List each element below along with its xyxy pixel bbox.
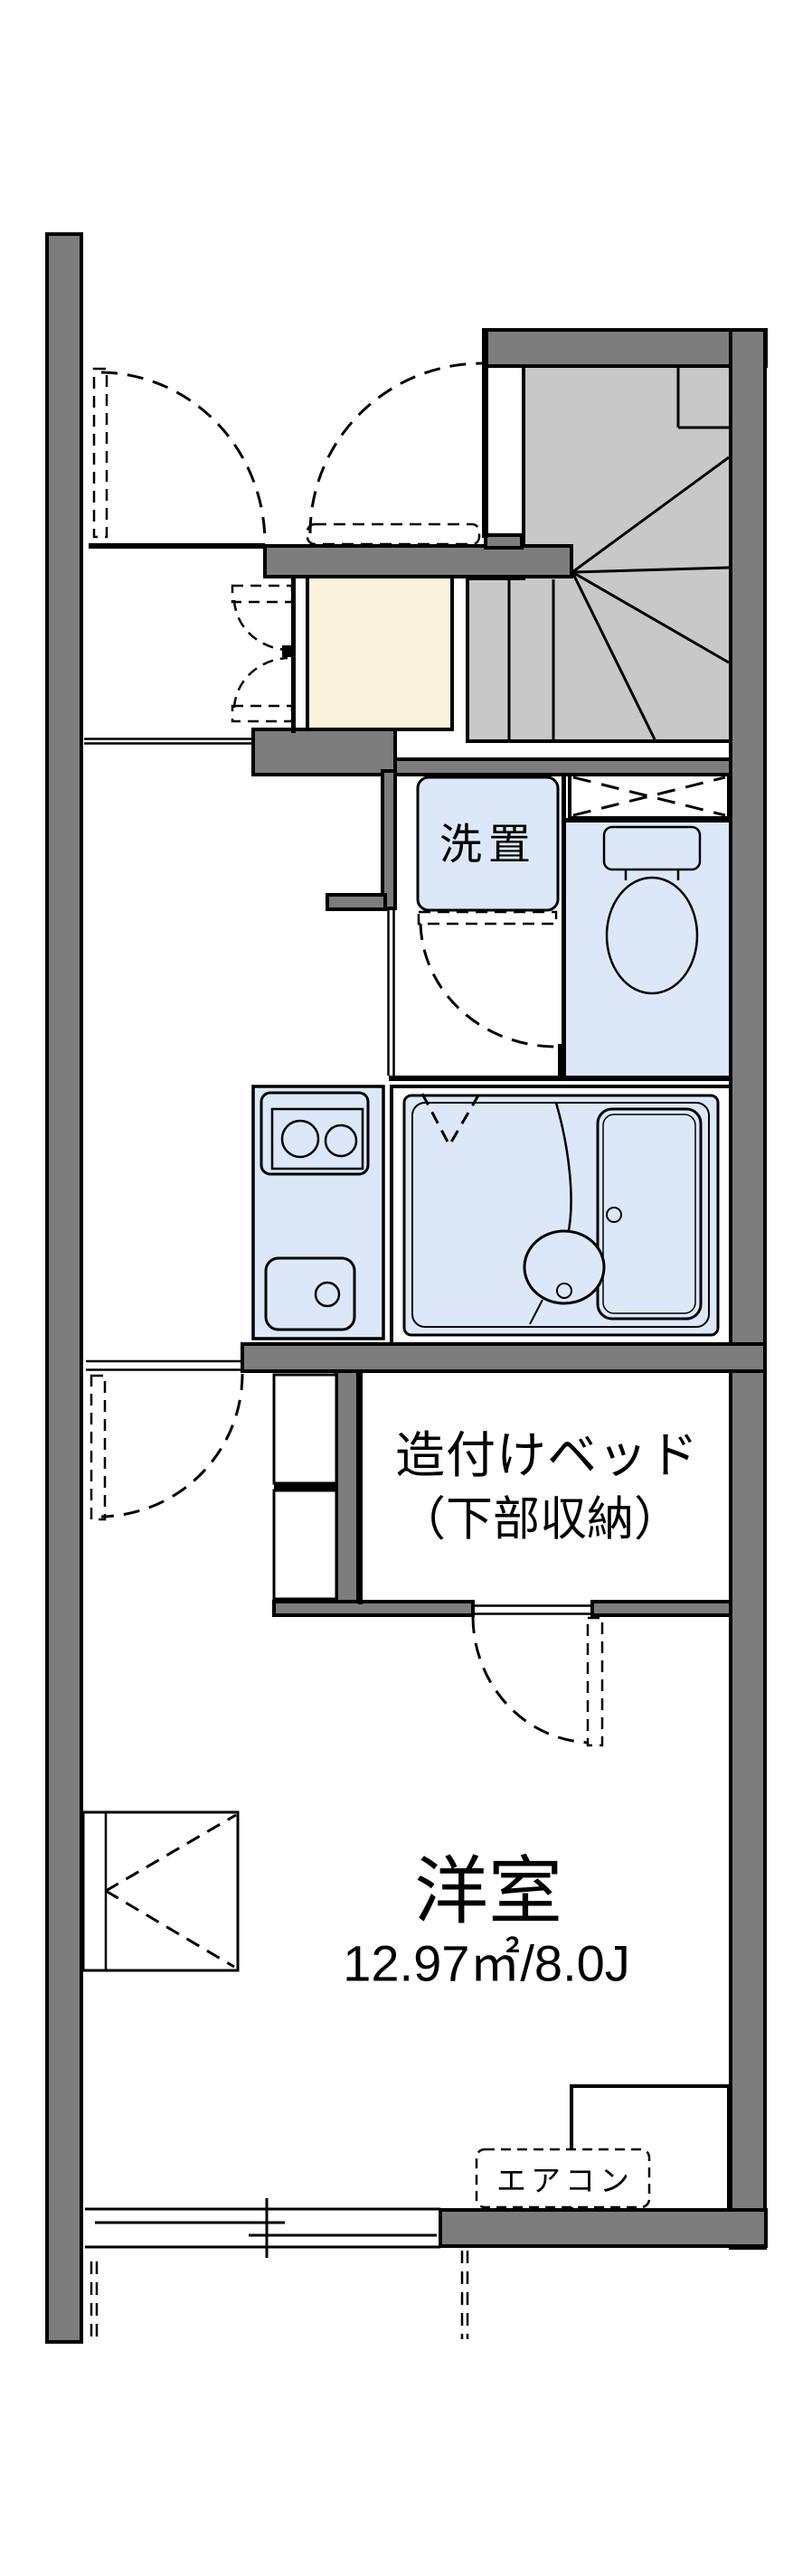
bathtub-drain [606,1207,622,1223]
wall-right-outer [729,328,767,2250]
bed-door-leaf [586,1616,604,1747]
bathroom [390,1085,732,1346]
changing-door-leaf [417,910,558,926]
bed-column-divider [274,1483,336,1490]
wall-washer-left [381,769,397,910]
toilet-room-top-line [562,818,729,823]
entrance-door-leaf [306,522,481,546]
aircon-outline [475,2148,651,2209]
walls [45,232,768,2344]
room-door-arc [100,1373,244,1518]
window-bottom [85,2198,440,2258]
wall-above-washer [393,757,732,776]
doors [90,362,604,1747]
bath-floor-inner [411,1102,710,1328]
burner-right [324,1123,358,1158]
changing-door-arc [419,923,560,1048]
toilet-partition [562,775,566,1077]
washer-box [416,776,560,912]
toilet-bowl [605,876,699,995]
wall-bath-bed [241,1342,767,1373]
stair-steps [507,368,730,740]
wall-bed-bottom-right [590,1600,732,1617]
burner-left [280,1119,320,1159]
washbasin-line [529,1299,543,1325]
washer-label: 洗置 [439,820,537,869]
aircon-label: エアコン [496,2164,634,2197]
closet-door-meet [282,645,294,657]
bathtub [596,1107,703,1321]
lower-floor-outline [90,2251,469,2339]
entry-thin-wall [89,543,265,549]
closet-door-leaf-bottom [231,704,294,723]
washbasin [523,1229,606,1305]
toilet-room [566,823,729,1076]
bed-left-line [358,1371,363,1604]
room-name-label: 洋室 [413,1850,563,1933]
room-size-label: 12.97㎡/8.0J [343,1934,630,1992]
wall-entry-bottom [263,544,573,578]
toilet-tank [602,825,702,871]
wall-stair-top [482,328,768,368]
wall-below-genkan [251,728,397,776]
wall-bed-bottom-left [272,1600,475,1617]
wall-entry-step [484,533,524,550]
wall-left-outer [45,232,83,2344]
openings [84,738,592,1615]
room-door-leaf [90,1374,107,1521]
closet-door-arc-bottom [232,656,288,709]
closet-door-arc-top [232,599,288,652]
bed-label-line1: 造付けベッド [394,1427,700,1483]
bed-side-boxes [272,1373,338,1601]
bath-top-line [389,1076,731,1081]
upper-cabinet [568,773,731,820]
washbasin-drain [556,1283,572,1299]
sink-drain [314,1281,341,1308]
entry-left-door-arc [100,371,267,543]
wall-bottom [439,2208,768,2248]
wall-bed-left-strip [335,1369,360,1606]
stair-left-edge [482,330,488,538]
room-counter [81,1810,240,1972]
bed-label-line2: （下部収納） [398,1493,682,1547]
entrance-door-arc [308,362,483,534]
wall-corridor-stub [326,893,387,911]
kitchen-sink [264,1256,356,1331]
bathtub-inner [602,1114,696,1314]
kitchen [251,1085,385,1340]
bath-partition-curve [554,1102,572,1236]
genkan-entry-step [306,574,454,731]
closet-door-leaf-top [231,584,294,604]
bed-door-arc [471,1616,590,1744]
entry-left-door-leaf [92,367,109,539]
